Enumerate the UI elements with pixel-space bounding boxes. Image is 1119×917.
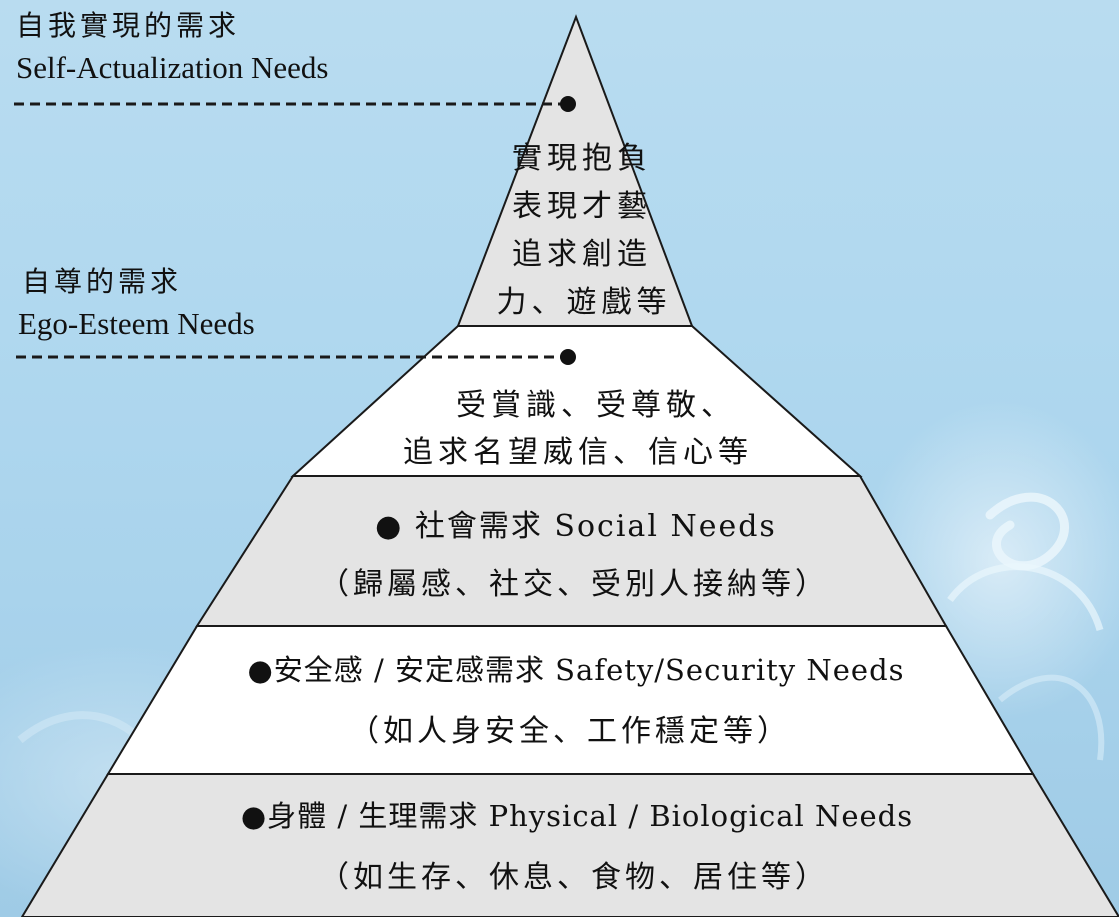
self-actualization-label-en: Self-Actualization Needs (16, 50, 329, 85)
self-actualization-label-zh: 自我實現的需求 (16, 9, 241, 42)
pyramid-level-physical (20, 773, 1119, 917)
social-line-2: （歸屬感、社交、受別人接納等） (319, 567, 829, 602)
self-actualization-line-4: 力、遊戲等 (497, 285, 672, 320)
safety-line-2: （如人身安全、工作穩定等） (349, 714, 791, 749)
social-line-1: ● 社會需求 Social Needs (375, 509, 777, 544)
physical-line-2: （如生存、休息、食物、居住等） (319, 860, 829, 895)
ego-esteem-line-2: 追求名望威信、信心等 (403, 435, 753, 470)
ego-esteem-label-en: Ego-Esteem Needs (18, 306, 255, 341)
self-actualization-line-3: 追求創造 (512, 237, 652, 272)
self-actualization-label: 自我實現的需求 Self-Actualization Needs (16, 8, 328, 86)
self-actualization-line-1: 實現抱負 (512, 141, 652, 176)
ego-esteem-label-zh: 自尊的需求 (22, 265, 183, 298)
safety-line-1: ●安全感 / 安定感需求 Safety/Security Needs (247, 653, 904, 687)
self-actualization-line-2: 表現才藝 (512, 189, 652, 224)
pyramid-level-social (195, 475, 948, 627)
leader-dot-ego-esteem (560, 349, 576, 365)
physical-line-1: ●身體 / 生理需求 Physical / Biological Needs (241, 799, 913, 833)
ego-esteem-label: 自尊的需求 Ego-Esteem Needs (18, 264, 255, 342)
pyramid-level-safety (106, 625, 1035, 775)
leader-dot-self-actualization (560, 96, 576, 112)
ego-esteem-line-1: 受賞識、受尊敬、 (456, 388, 736, 423)
